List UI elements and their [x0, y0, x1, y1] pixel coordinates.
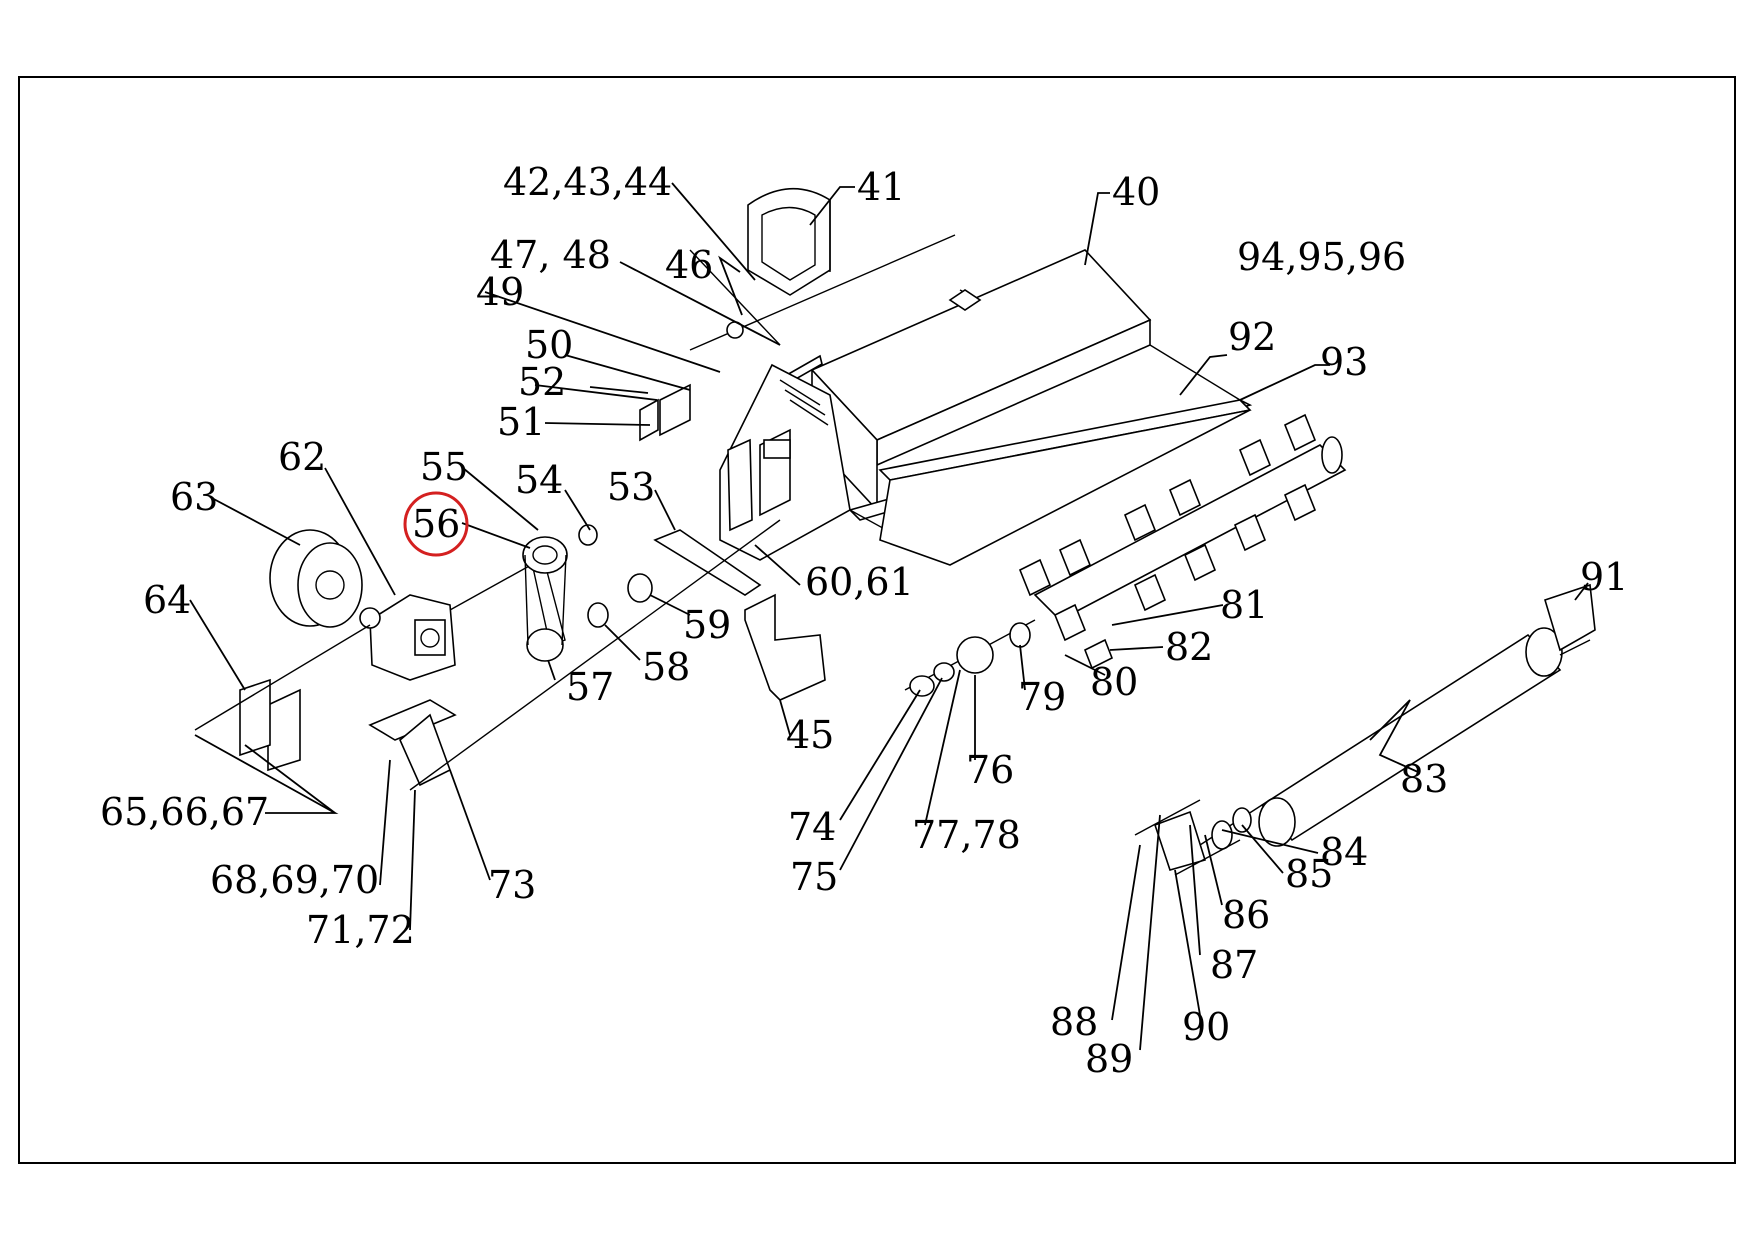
spacer-part-59 [627, 573, 653, 603]
drawing-frame [18, 76, 1736, 1164]
label-77-78: 77,78 [912, 813, 1021, 857]
label-93: 93 [1320, 340, 1368, 384]
label-79: 79 [1018, 675, 1066, 719]
label-56: 56 [412, 502, 460, 546]
label-65-66-67: 65,66,67 [100, 790, 269, 834]
label-68-69-70: 68,69,70 [210, 858, 379, 902]
label-82: 82 [1165, 625, 1213, 669]
bracket-part-73 [368, 699, 457, 787]
label-46: 46 [665, 243, 713, 287]
label-55: 55 [420, 445, 468, 489]
guard-part-45 [744, 593, 826, 701]
gearbox-part-62 [359, 594, 456, 681]
label-54: 54 [515, 458, 563, 502]
mount-plate-part-64 [267, 688, 301, 772]
label-90: 90 [1182, 1005, 1230, 1049]
label-92: 92 [1228, 315, 1276, 359]
label-58: 58 [642, 645, 690, 689]
label-41: 41 [857, 165, 905, 209]
label-85: 85 [1285, 852, 1333, 896]
label-62: 62 [278, 435, 326, 479]
rotor-with-flails [1018, 413, 1347, 642]
label-73: 73 [488, 863, 536, 907]
label-84: 84 [1320, 830, 1368, 874]
label-42-43-44: 42,43,44 [503, 160, 672, 204]
label-91: 91 [1580, 555, 1628, 599]
sleeve-part-79 [1009, 622, 1031, 648]
label-45: 45 [786, 713, 834, 757]
label-80: 80 [1090, 660, 1138, 704]
label-50: 50 [525, 323, 573, 367]
ring-part-75 [933, 662, 955, 682]
bushing-part-58 [587, 602, 609, 628]
bracket-50-51 [639, 383, 691, 442]
label-88: 88 [1050, 1000, 1098, 1044]
label-76: 76 [966, 748, 1014, 792]
shield-plates-92-93 [878, 399, 1252, 566]
label-51: 51 [497, 400, 545, 444]
label-49: 49 [476, 270, 524, 314]
label-87: 87 [1210, 943, 1258, 987]
label-40: 40 [1112, 170, 1160, 214]
flail-part-82 [1083, 638, 1114, 670]
plate-part-53 [653, 529, 762, 596]
belt-pulley-parts-55-57 [522, 536, 568, 662]
label-57: 57 [566, 665, 614, 709]
highlight-circle [403, 491, 469, 557]
bearing-part-76 [956, 636, 994, 674]
seal-part-74 [909, 675, 935, 697]
label-63: 63 [170, 475, 218, 519]
part-labels: 40 41 42,43,44 45 46 47, 48 49 50 51 52 … [100, 160, 1628, 1081]
clutch-disc-part-63 [269, 529, 363, 628]
end-plate-part-91 [1544, 583, 1596, 652]
label-64: 64 [143, 578, 191, 622]
hood-part-41 [747, 187, 831, 296]
label-86: 86 [1222, 893, 1270, 937]
label-59: 59 [683, 603, 731, 647]
label-89: 89 [1085, 1037, 1133, 1081]
label-47-48: 47, 48 [490, 233, 611, 277]
roller-part-83 [1199, 627, 1591, 847]
label-52: 52 [518, 360, 566, 404]
label-83: 83 [1400, 757, 1448, 801]
side-plate [719, 363, 851, 561]
label-75: 75 [790, 855, 838, 899]
label-53: 53 [607, 465, 655, 509]
bearing-part-54 [578, 524, 598, 546]
label-74: 74 [788, 805, 836, 849]
leader-lines [189, 182, 1589, 1051]
label-71-72: 71,72 [306, 908, 415, 952]
label-60-61: 60,61 [805, 560, 914, 604]
label-81: 81 [1220, 583, 1268, 627]
label-94-95-96: 94,95,96 [1237, 235, 1406, 279]
